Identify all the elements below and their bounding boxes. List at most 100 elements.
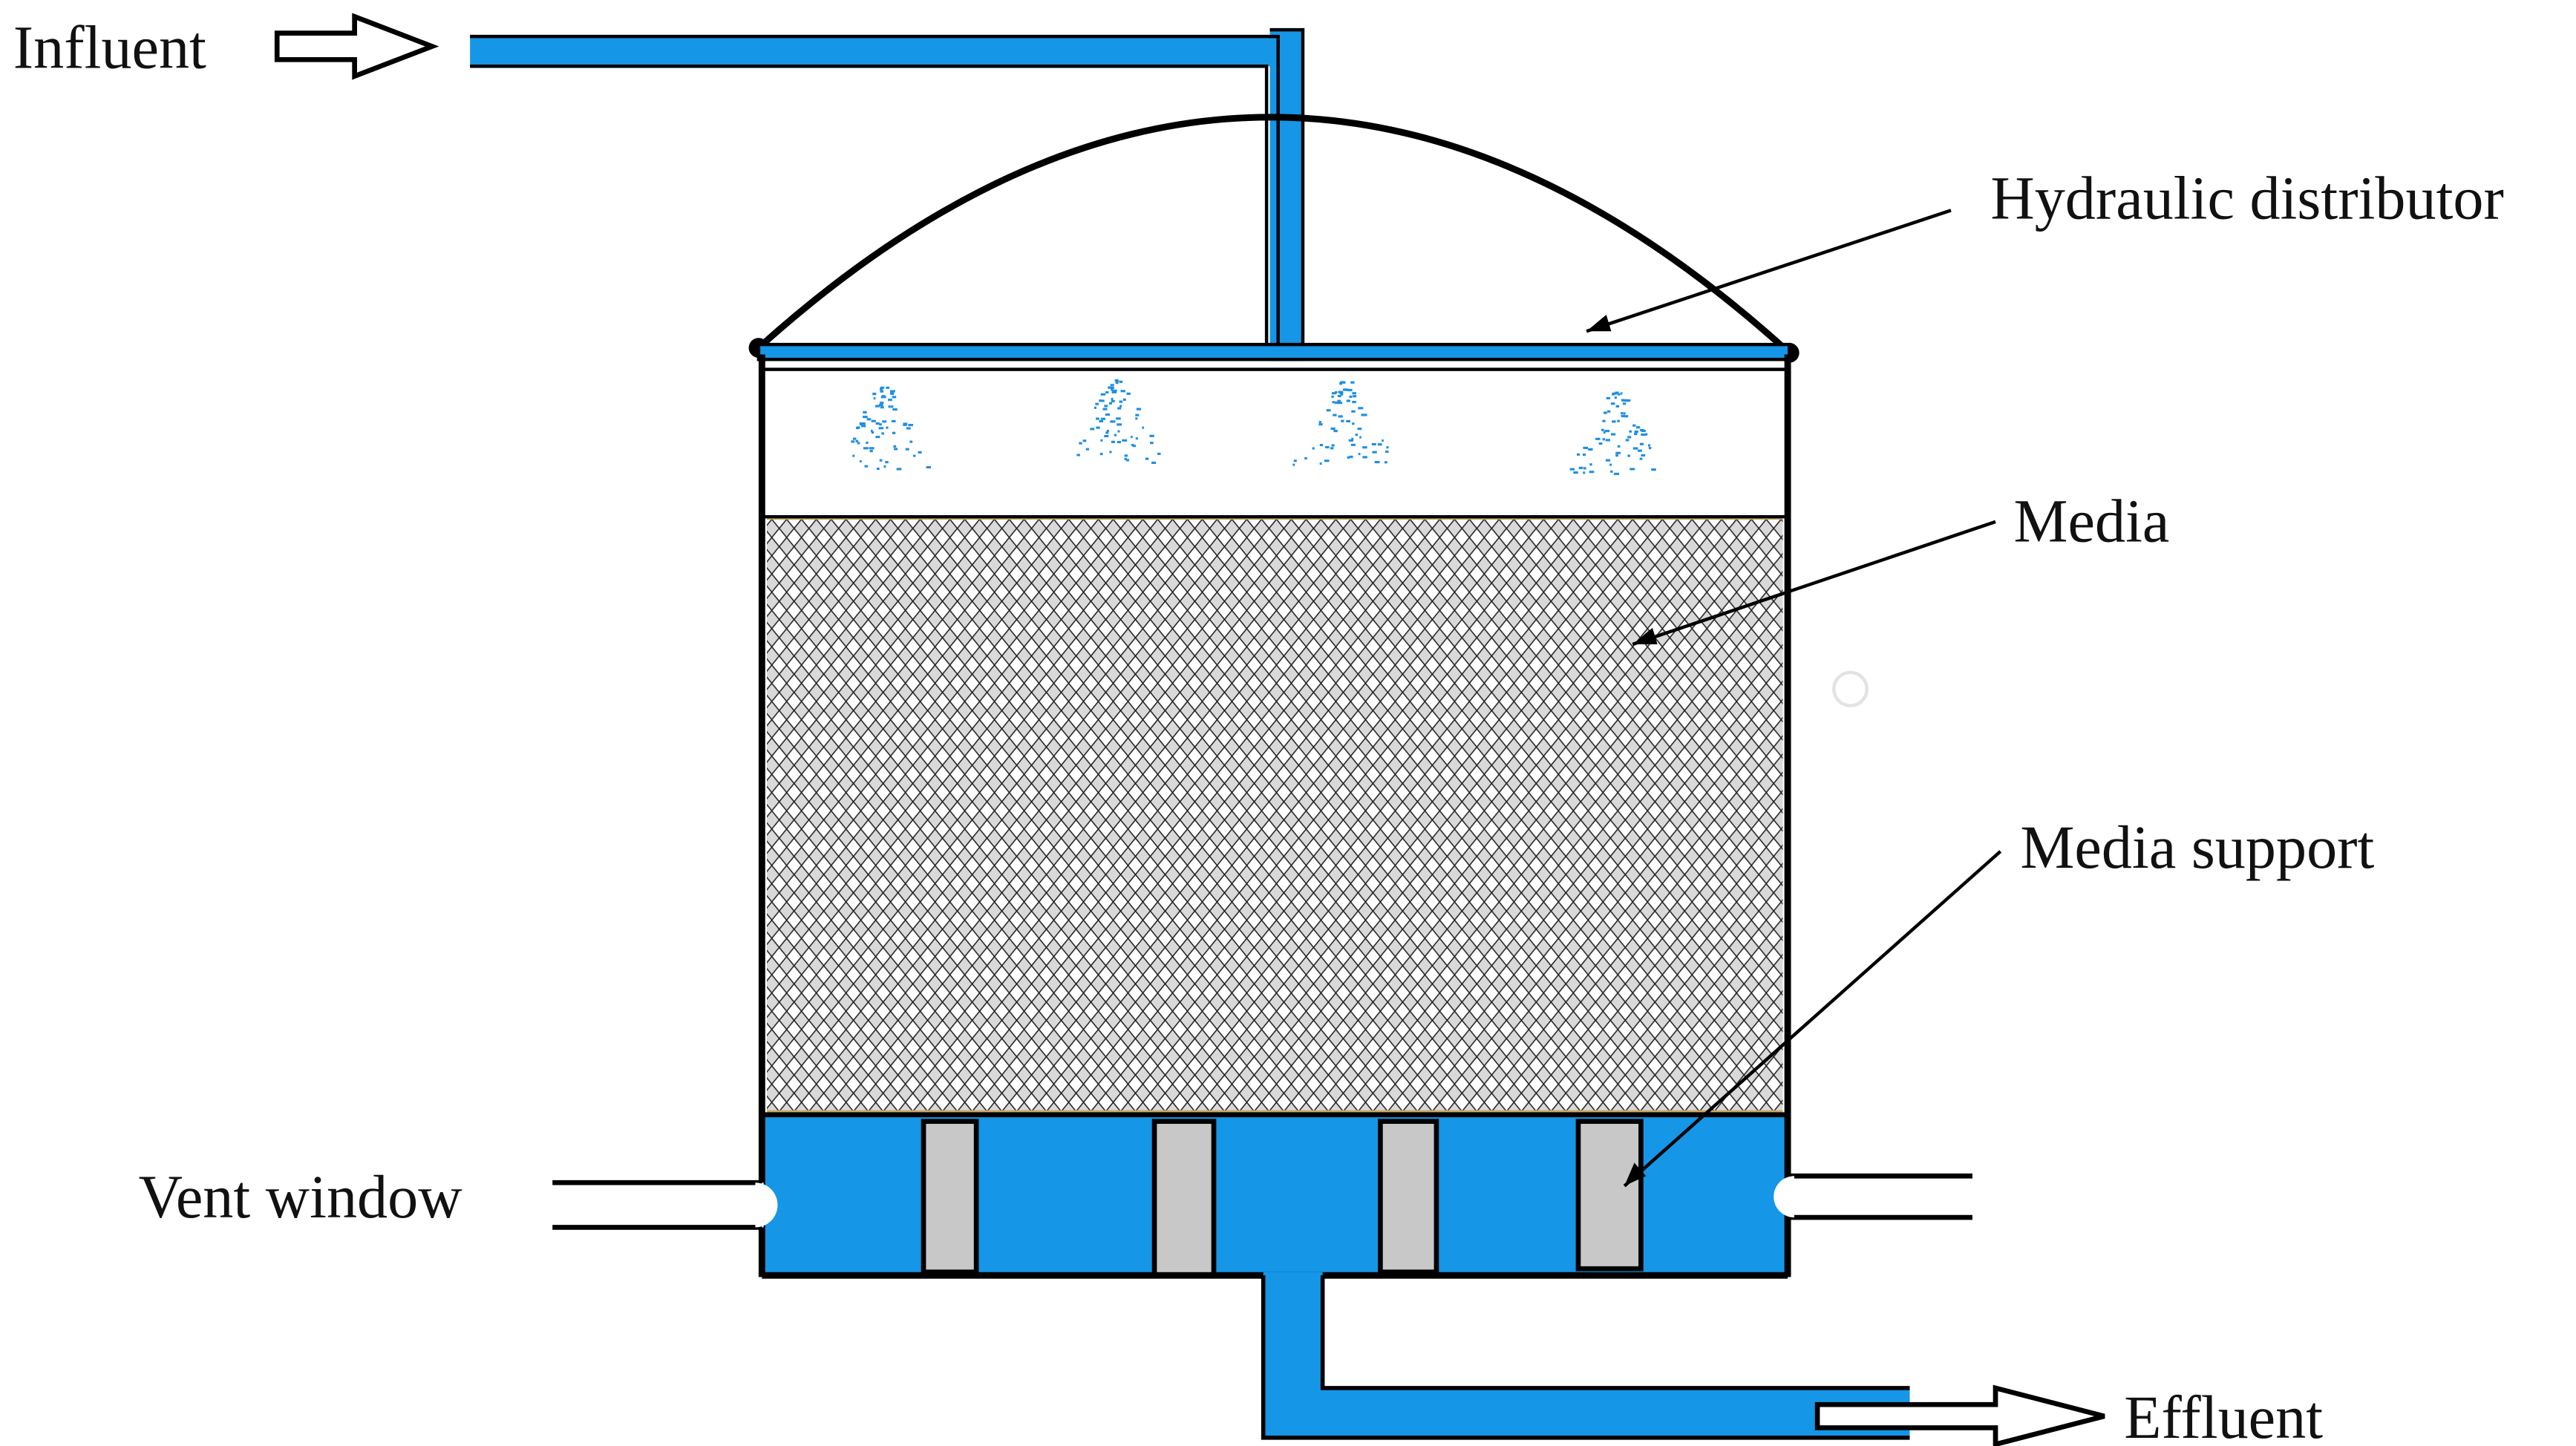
spray-droplet (1114, 379, 1119, 382)
spray-droplet (1651, 468, 1656, 471)
spray-droplet (1337, 394, 1341, 398)
spray-droplet (1371, 442, 1376, 446)
spray-droplet (905, 448, 909, 451)
spray-droplet (857, 426, 860, 429)
spray-droplet (1621, 414, 1625, 418)
spray-droplet (1151, 461, 1157, 465)
spray-droplet (891, 419, 896, 423)
spray-droplet (1372, 451, 1377, 454)
spray-droplet (1645, 433, 1648, 436)
spray-droplet (1341, 419, 1344, 422)
spray-droplet (1104, 434, 1109, 438)
spray-droplet (855, 439, 859, 442)
spray-droplet (1099, 453, 1103, 456)
spray-droplet (1374, 460, 1380, 464)
spray-droplet (1607, 410, 1611, 413)
spray-droplet (1351, 437, 1354, 440)
spray-droplet (1135, 417, 1138, 420)
spray-droplet (1623, 412, 1626, 415)
spray-droplet (1647, 444, 1651, 447)
spray-droplet (1119, 380, 1123, 383)
spray-droplet (1622, 402, 1627, 405)
effluent-label: Effluent (2124, 1384, 2323, 1446)
media-label: Media (2013, 488, 2169, 555)
spray-droplet (881, 432, 884, 435)
spray-droplet (1635, 426, 1641, 429)
spray-droplet (1589, 463, 1592, 466)
spray-droplet (1605, 459, 1611, 462)
spray-droplet (1111, 440, 1115, 443)
spray-droplet (1131, 436, 1133, 439)
spray-droplet (1124, 454, 1128, 457)
spray-cone (1292, 381, 1389, 466)
spray-droplet (880, 390, 884, 393)
spray-droplet (913, 454, 916, 457)
vent-window-label: Vent window (139, 1163, 462, 1231)
spray-droplet (909, 440, 913, 443)
hydraulic-distributor-label: Hydraulic distributor (1990, 164, 2504, 232)
spray-droplet (1122, 398, 1126, 401)
effluent-arrow-icon (1814, 1384, 2105, 1446)
spray-droplet (852, 437, 857, 440)
spray-droplet (1312, 447, 1315, 450)
spray-cone (1569, 391, 1656, 475)
spray-droplet (1333, 413, 1337, 416)
spray-droplet (1349, 395, 1353, 398)
influent-pipe (470, 27, 1305, 362)
spray-droplet (894, 448, 898, 451)
spray-droplet (879, 423, 882, 426)
spray-droplet (1624, 415, 1629, 418)
spray-droplet (903, 422, 908, 425)
spray-droplet (1111, 397, 1114, 401)
spray-droplet (1629, 430, 1632, 433)
spray-droplet (1610, 470, 1613, 473)
spray-droplet (1639, 442, 1644, 445)
spray-droplet (1347, 456, 1350, 459)
hydraulic-distributor-bar (756, 342, 1791, 362)
spray-droplet (1318, 420, 1321, 424)
spray-droplet (869, 450, 873, 453)
spray-droplet (1351, 410, 1356, 413)
spray-droplet (1595, 437, 1601, 440)
spray-droplet (1361, 413, 1364, 416)
spray-droplet (1117, 423, 1122, 426)
spray-droplet (906, 427, 911, 430)
spray-droplet (891, 392, 895, 395)
spray-droplet (875, 436, 880, 439)
spray-droplet (1100, 417, 1106, 420)
spray-droplet (888, 399, 892, 402)
spray-droplet (1330, 427, 1336, 431)
spray-droplet (1149, 434, 1154, 437)
spray-droplet (1114, 434, 1117, 436)
spray-droplet (1293, 459, 1297, 462)
spray-droplet (1117, 440, 1121, 444)
leader-lines (1586, 209, 2002, 1188)
spray-droplet (883, 465, 886, 468)
spray-droplet (1125, 459, 1130, 462)
spray-droplet (1079, 442, 1082, 445)
spray-droplet (1106, 430, 1109, 433)
spray-droplet (1583, 467, 1586, 470)
spray-droplet (873, 397, 876, 400)
spray-droplet (1105, 413, 1111, 416)
spray-droplet (1634, 433, 1638, 436)
spray-droplet (1337, 402, 1343, 405)
spray-droplet (1358, 453, 1361, 456)
spray-droplet (1105, 391, 1109, 394)
spray-droplet (1324, 459, 1330, 462)
spray-droplet (875, 405, 880, 408)
spray-droplet (1337, 399, 1341, 402)
spray-droplet (926, 465, 932, 469)
spray-droplet (871, 431, 875, 434)
spray-droplet (878, 427, 884, 430)
spray-droplet (918, 451, 922, 454)
spray-droplet (1112, 389, 1117, 392)
spray-droplet (1359, 436, 1361, 439)
spray-droplet (881, 395, 886, 398)
spray-droplet (1621, 412, 1624, 415)
spray-droplet (891, 405, 894, 408)
spray-droplet (1386, 446, 1389, 449)
dome-cover (756, 114, 1792, 356)
spray-droplet (1331, 395, 1334, 398)
